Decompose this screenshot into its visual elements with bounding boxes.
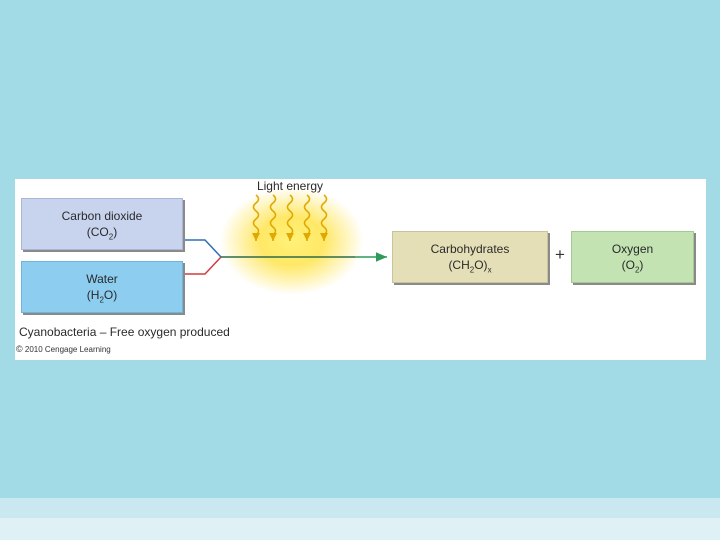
light-ray (320, 194, 328, 241)
copyright-notice: © 2010 Cengage Learning (16, 344, 111, 354)
water-formula: (H2O) (86, 288, 118, 305)
water-line (183, 256, 222, 275)
co2-line (183, 239, 222, 258)
plus-sign: + (555, 245, 565, 264)
water-name: Water (86, 272, 118, 286)
light-energy-label: Light energy (256, 179, 324, 193)
copyright-icon: © (16, 344, 23, 354)
light-ray (269, 194, 277, 241)
carbohydrates-formula: (CH2O)x (448, 258, 492, 275)
diagram-caption: Cyanobacteria – Free oxygen produced (19, 325, 230, 339)
diagram-graphics (183, 187, 387, 295)
photosynthesis-diagram: Light energy Carbon dioxide (CO2) Water … (15, 179, 706, 360)
carbon-dioxide-box: Carbon dioxide (CO2) (21, 198, 183, 250)
carbon-dioxide-name: Carbon dioxide (61, 209, 143, 223)
footer-band (0, 498, 720, 518)
carbon-dioxide-formula: (CO2) (86, 225, 118, 242)
carbohydrates-box: Carbohydrates (CH2O)x (392, 231, 548, 283)
footer-band-lower (0, 518, 720, 540)
light-ray (303, 194, 311, 241)
carbohydrates-name: Carbohydrates (430, 242, 510, 256)
light-ray (286, 194, 294, 241)
oxygen-box: Oxygen (O2) (571, 231, 694, 283)
oxygen-name: Oxygen (611, 242, 654, 256)
copyright-text: 2010 Cengage Learning (24, 345, 111, 354)
light-glow (220, 187, 364, 295)
oxygen-formula: (O2) (621, 258, 644, 275)
light-ray (252, 194, 260, 241)
light-rays (252, 194, 328, 241)
water-box: Water (H2O) (21, 261, 183, 313)
